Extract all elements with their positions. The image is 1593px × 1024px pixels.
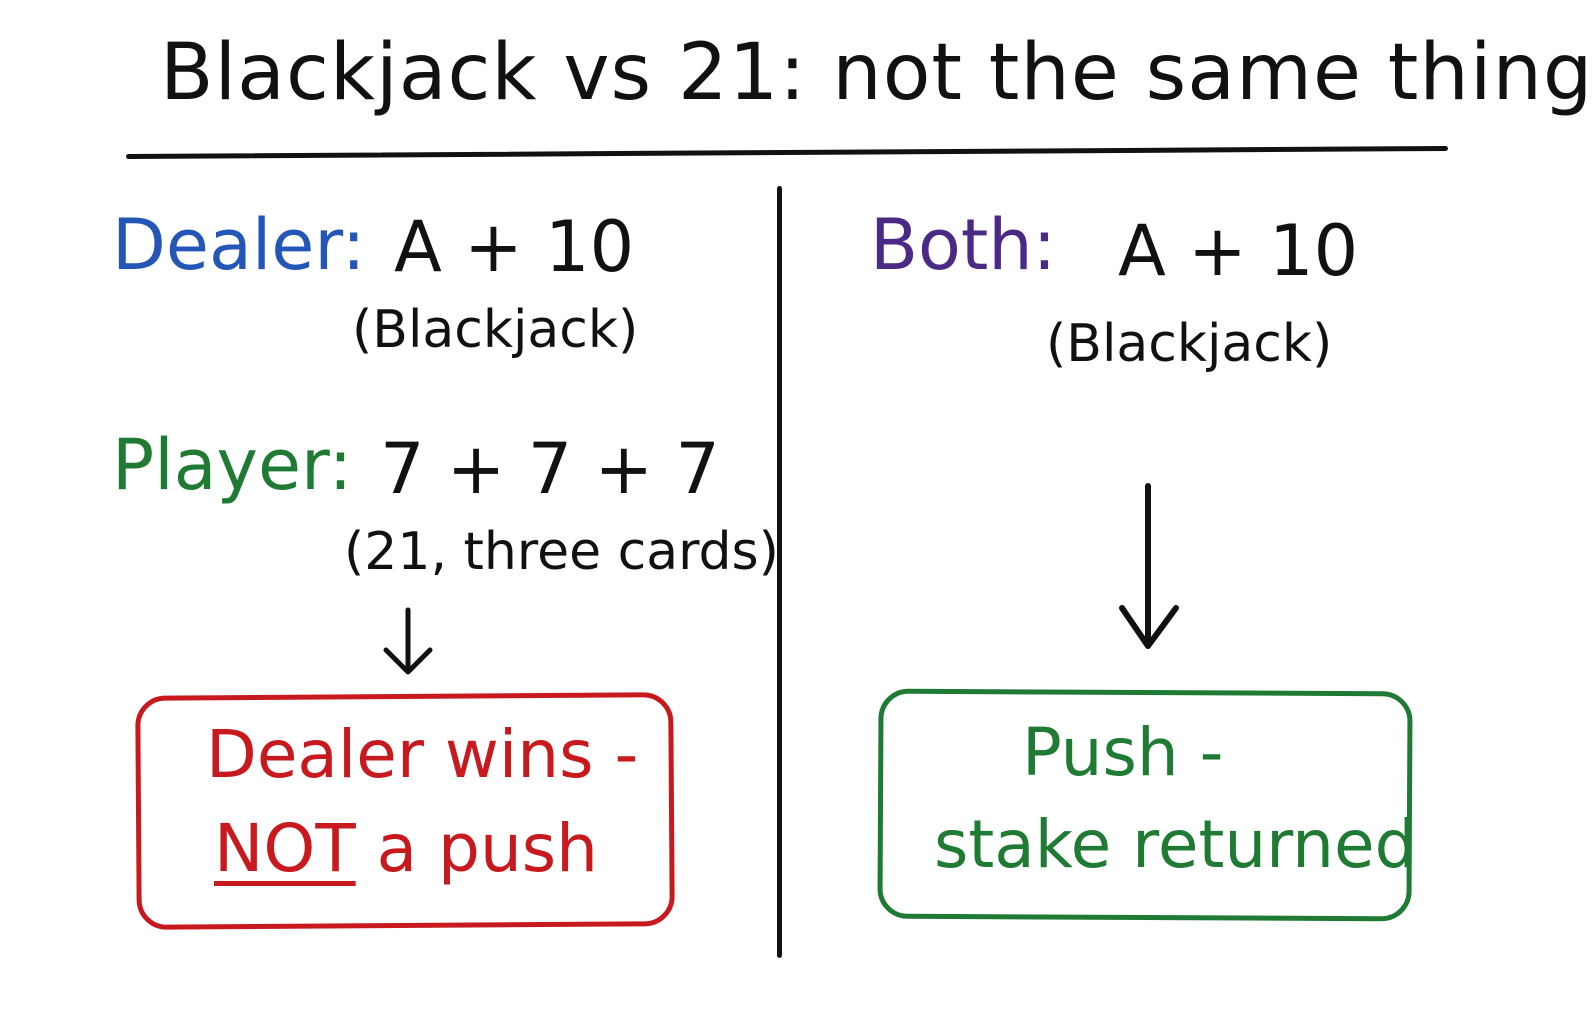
both-note: (Blackjack) [1046,314,1333,374]
not-emphasis: NOT [214,810,356,887]
not-a-push-line: NOT a push [214,810,598,887]
right-down-arrow-icon [1119,483,1179,649]
player-cards: 7 + 7 + 7 [380,428,720,510]
dealer-wins-text: Dealer wins - [206,716,639,793]
left-down-arrow-icon [383,607,433,675]
dealer-cards: A + 10 [394,206,635,288]
a-push-text: a push [376,810,598,887]
dealer-label: Dealer: [112,204,366,286]
both-label: Both: [870,204,1057,286]
push-text: Push - [1022,714,1224,791]
stake-returned-text: stake returned [934,806,1417,883]
both-cards: A + 10 [1118,210,1359,292]
column-divider [777,186,782,958]
dealer-note: (Blackjack) [352,300,639,360]
page-title: Blackjack vs 21: not the same thing [160,28,1593,118]
player-label: Player: [112,424,353,506]
player-note: (21, three cards) [344,522,779,582]
title-underline [125,145,1449,160]
